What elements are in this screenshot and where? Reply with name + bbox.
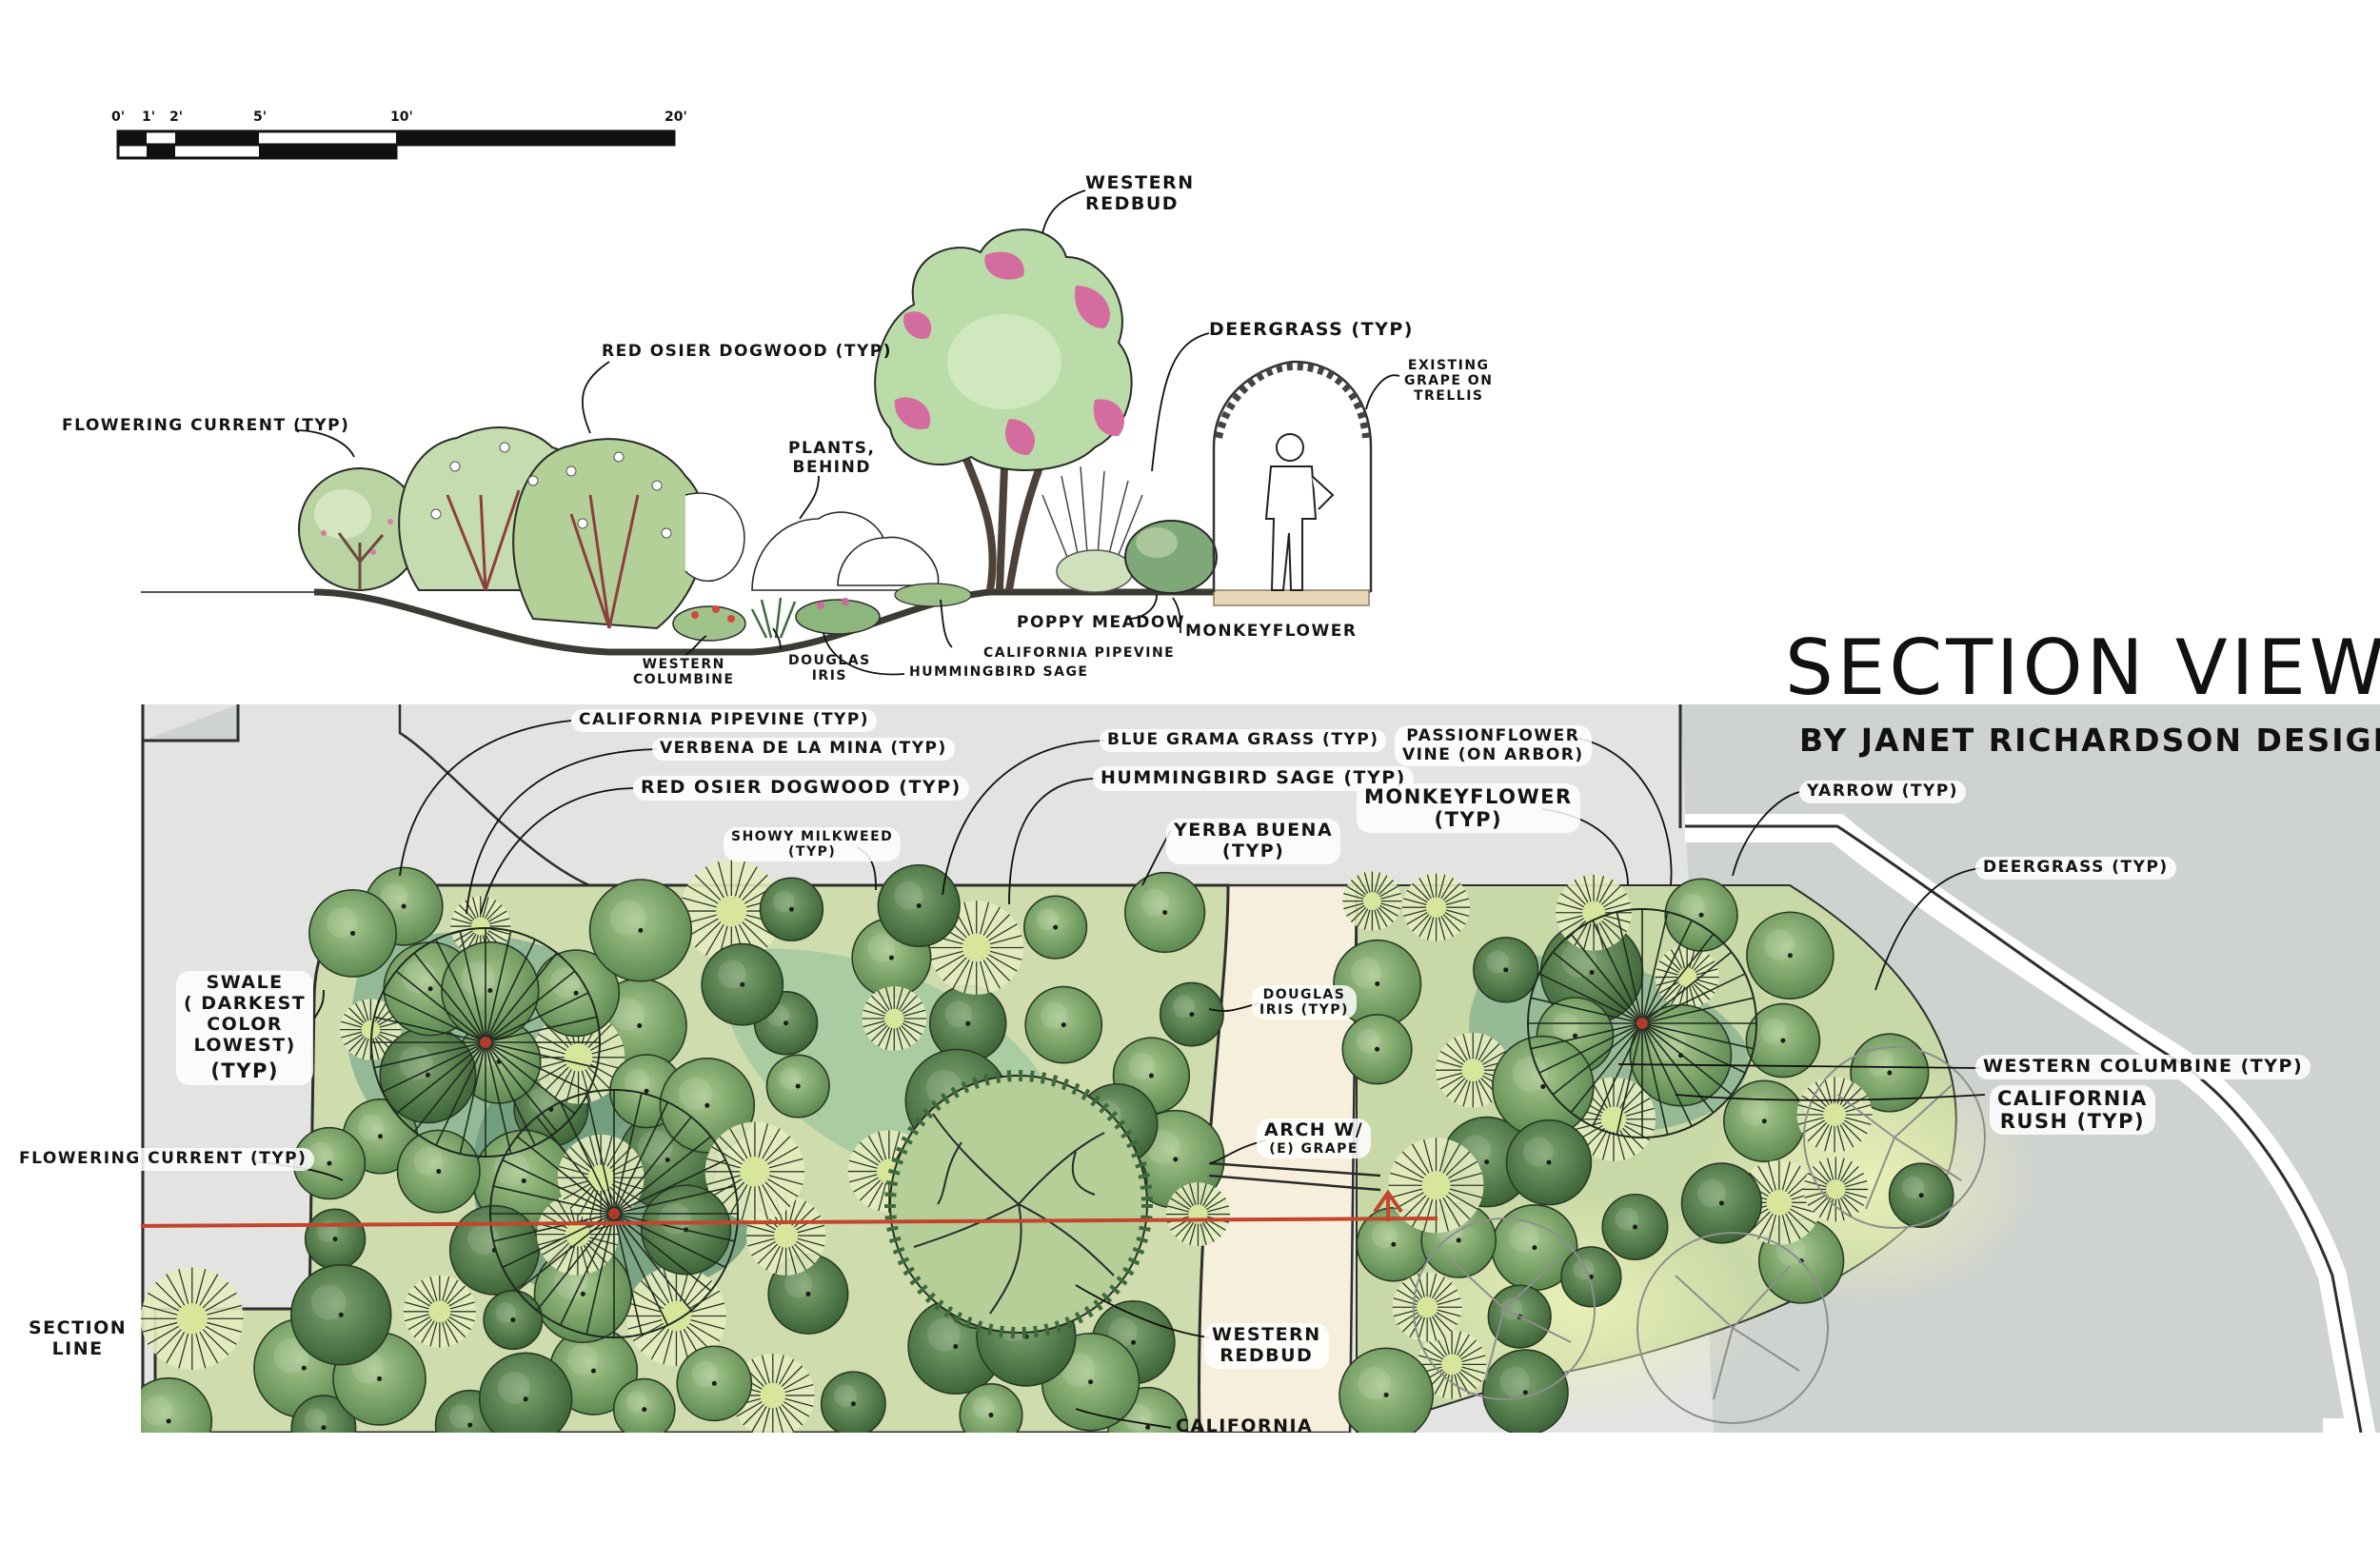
plan-label-california-cut: CALIFORNIA	[1176, 1416, 1314, 1433]
section-western-redbud	[874, 228, 1133, 591]
scale-tick-2: 2'	[169, 109, 184, 125]
plan-label-blue-grama: BLUE GRAMA GRASS (TYP)	[1100, 729, 1387, 752]
plan-label-swale-line2: ( DARKEST	[184, 992, 307, 1014]
label-douglas-iris-line2: IRIS	[811, 668, 847, 684]
label-red-osier-dogwood: RED OSIER DOGWOOD (TYP)	[602, 342, 892, 361]
plan-label-monkeyflower: MONKEYFLOWER (TYP)	[1357, 783, 1580, 834]
plan-arch	[1208, 1161, 1381, 1192]
label-hummingbird-sage: HUMMINGBIRD SAGE	[909, 664, 1089, 680]
label-existing-grape-line3: TRELLIS	[1413, 388, 1484, 405]
label-western-columbine: WESTERN COLUMBINE	[633, 657, 735, 687]
label-douglas-iris: DOUGLAS IRIS	[788, 653, 871, 683]
plan-label-passionflower-line1: PASSIONFLOWER	[1406, 726, 1580, 745]
plan-western-redbud	[884, 1070, 1153, 1338]
scale-tick-0: 0'	[111, 109, 126, 125]
section-leader-lines	[294, 189, 1400, 676]
plan-label-california-rush-line1: CALIFORNIA	[1997, 1087, 2148, 1110]
plan-label-yerba-buena: YERBA BUENA (TYP)	[1166, 819, 1341, 864]
plan-label-swale-line5: (TYP)	[210, 1059, 279, 1083]
plan-label-arch-line2: (E) GRAPE	[1269, 1140, 1359, 1157]
plan-label-flowering-current: FLOWERING CURRENT (TYP)	[11, 1148, 315, 1171]
plan-label-swale-line4: LOWEST)	[193, 1034, 296, 1056]
plan-label-showy-milkweed-line1: SHOWY MILKWEED	[731, 829, 894, 844]
section-low-plants	[672, 583, 972, 642]
label-western-columbine-line2: COLUMBINE	[633, 672, 735, 688]
plan-label-western-columbine: WESTERN COLUMBINE (TYP)	[1975, 1055, 2311, 1079]
plan-label-section-line: SECTION LINE	[29, 1317, 128, 1360]
plan-label-swale-line3: COLOR	[207, 1013, 284, 1035]
plan-label-monkeyflower-line2: (TYP)	[1434, 808, 1503, 832]
plan-label-douglas-iris: DOUGLAS IRIS (TYP)	[1252, 985, 1357, 1020]
section-deergrass	[1041, 465, 1143, 593]
plan-label-yerba-buena-line1: YERBA BUENA	[1174, 820, 1334, 841]
plan-label-western-redbud-line2: REDBUD	[1220, 1344, 1314, 1366]
plan-label-swale-line1: SWALE	[206, 972, 284, 993]
section-plants-behind	[751, 511, 940, 591]
section-line[interactable]	[99, 1189, 1438, 1228]
plan-label-section-line-line2: LINE	[51, 1337, 104, 1359]
plan-shrubs	[141, 860, 1954, 1433]
label-poppy-meadow: POPPY MEADOW	[1017, 613, 1186, 632]
label-california-pipevine: CALIFORNIA PIPEVINE	[983, 645, 1176, 661]
section-flowering-currant	[298, 467, 422, 591]
scale-tick-1: 1'	[142, 109, 156, 125]
label-plants-behind-line2: BEHIND	[792, 457, 871, 477]
plan-label-deergrass: DEERGRASS (TYP)	[1975, 857, 2176, 880]
plan-label-arch-line1: ARCH W/	[1264, 1119, 1364, 1140]
label-monkeyflower: MONKEYFLOWER	[1185, 622, 1358, 641]
plan-label-arch: ARCH W/ (E) GRAPE	[1257, 1118, 1372, 1158]
label-existing-grape: EXISTING GRAPE ON TRELLIS	[1404, 358, 1493, 404]
label-western-redbud-line1: WESTERN	[1085, 172, 1195, 193]
plan-label-california-rush: CALIFORNIA RUSH (TYP)	[1990, 1085, 2155, 1136]
section-person-figure	[1264, 433, 1335, 591]
plan-label-passionflower: PASSIONFLOWER VINE (ON ARBOR)	[1395, 725, 1592, 767]
section-red-osier-dogwood	[398, 426, 745, 630]
plan-label-yarrow: YARROW (TYP)	[1799, 781, 1967, 803]
scale-bar	[116, 129, 676, 160]
plan-label-western-redbud-line1: WESTERN	[1212, 1324, 1321, 1345]
scale-tick-20: 20'	[664, 109, 687, 125]
plan-label-red-osier-dogwood: RED OSIER DOGWOOD (TYP)	[633, 776, 969, 801]
plan-label-monkeyflower-line1: MONKEYFLOWER	[1364, 785, 1573, 808]
label-western-redbud-line2: REDBUD	[1085, 192, 1180, 214]
plan-label-douglas-iris-line2: IRIS (TYP)	[1259, 1002, 1349, 1019]
plan-label-douglas-iris-line1: DOUGLAS	[1262, 987, 1346, 1002]
plan-label-western-redbud: WESTERN REDBUD	[1204, 1323, 1329, 1369]
label-western-columbine-line1: WESTERN	[642, 657, 725, 672]
plan-label-section-line-line1: SECTION	[29, 1317, 128, 1338]
page-title: SECTION VIEW	[1785, 624, 2380, 712]
plan-label-california-pipevine: CALIFORNIA PIPEVINE (TYP)	[571, 709, 878, 732]
plan-label-showy-milkweed-line2: (TYP)	[788, 844, 837, 861]
plan-label-showy-milkweed: SHOWY MILKWEED (TYP)	[724, 827, 902, 862]
plan-existing-trees	[1413, 1046, 1986, 1424]
plan-label-yerba-buena-line2: (TYP)	[1221, 840, 1285, 861]
plan-red-osier-dogwood	[370, 908, 1757, 1338]
label-existing-grape-line1: EXISTING	[1407, 358, 1490, 373]
scale-tick-10: 10'	[390, 109, 413, 125]
section-trellis-arch	[1212, 360, 1373, 592]
plan-label-passionflower-line2: VINE (ON ARBOR)	[1402, 744, 1584, 764]
plan-label-verbena: VERBENA DE LA MINA (TYP)	[652, 738, 955, 761]
label-deergrass: DEERGRASS (TYP)	[1209, 319, 1414, 340]
section-elevation	[141, 189, 1400, 676]
section-monkeyflower	[1124, 520, 1218, 594]
label-flowering-current: FLOWERING CURRENT (TYP)	[62, 416, 350, 435]
label-plants-behind: PLANTS, BEHIND	[788, 439, 876, 477]
designer-byline: BY JANET RICHARDSON DESIGN	[1799, 722, 2380, 759]
scale-tick-5: 5'	[253, 109, 268, 125]
plan-label-swale: SWALE ( DARKEST COLOR LOWEST) (TYP)	[176, 971, 314, 1085]
label-western-redbud: WESTERN REDBUD	[1085, 172, 1195, 215]
label-plants-behind-line1: PLANTS,	[788, 439, 876, 458]
label-existing-grape-line2: GRAPE ON	[1404, 373, 1494, 389]
label-douglas-iris-line1: DOUGLAS	[788, 653, 871, 668]
plan-label-california-rush-line2: RUSH (TYP)	[1999, 1110, 2146, 1134]
